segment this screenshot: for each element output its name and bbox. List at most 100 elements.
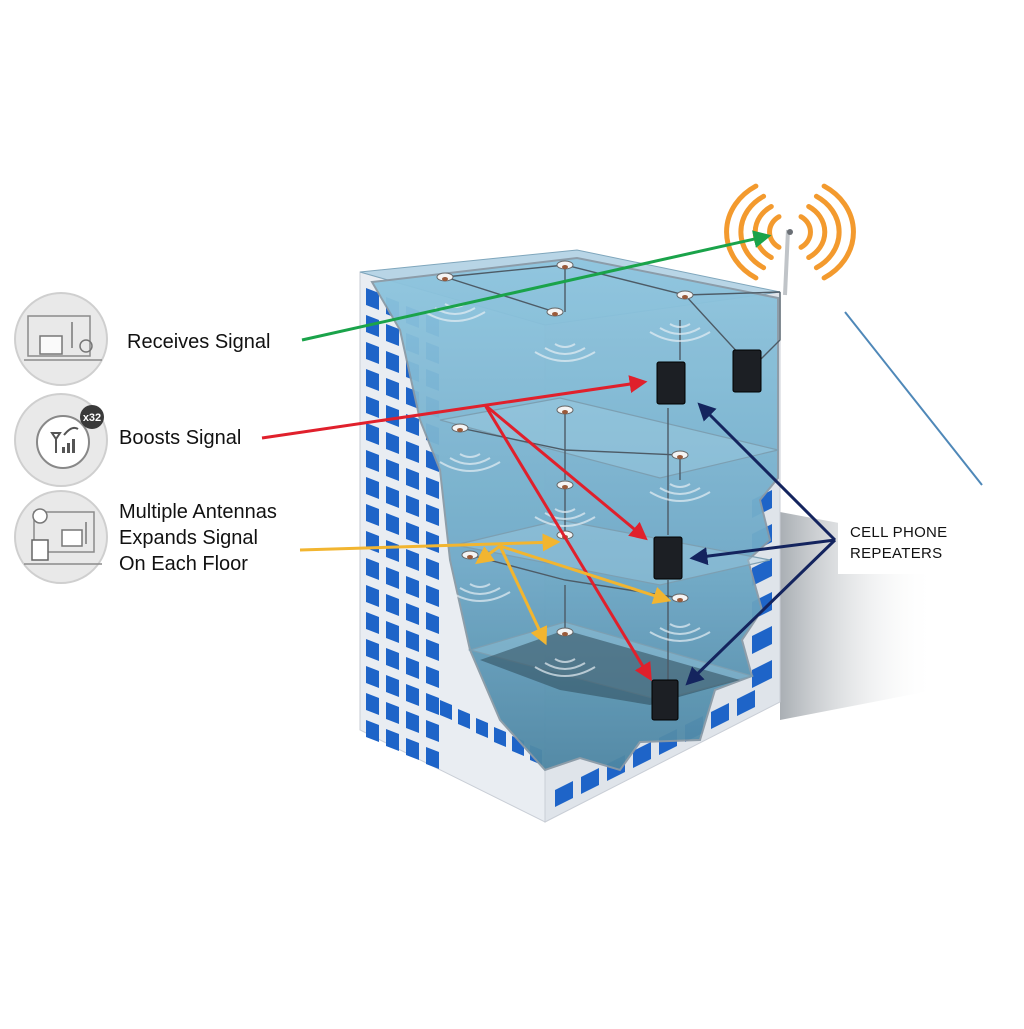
signal-wave-right — [806, 204, 828, 260]
signal-ring — [544, 347, 586, 355]
repeaters-arrows — [685, 402, 837, 686]
window — [366, 504, 379, 526]
indoor-antenna-room-icon — [14, 490, 108, 584]
signal-ring — [669, 323, 691, 328]
multiple-antennas-line-1: Multiple Antennas — [119, 501, 277, 523]
ceiling-antenna-core — [457, 428, 463, 432]
window — [494, 727, 506, 747]
indoor-antennas — [436, 260, 694, 637]
signal-wave-right — [813, 193, 842, 271]
window — [406, 684, 419, 706]
ceiling-antenna-core — [442, 277, 448, 281]
window — [366, 288, 379, 310]
window — [406, 468, 419, 490]
callout-line-1: CELL PHONE — [850, 524, 948, 541]
window — [426, 612, 439, 634]
window — [406, 549, 419, 571]
window — [426, 693, 439, 715]
ceiling-antenna-core — [677, 598, 683, 602]
indoor-signal-rings — [424, 303, 711, 677]
ceiling-antenna-core — [562, 485, 568, 489]
window — [440, 700, 452, 720]
window — [366, 315, 379, 337]
window — [633, 742, 651, 768]
window — [366, 666, 379, 688]
window — [366, 558, 379, 580]
signal-ring — [649, 491, 711, 502]
window — [426, 585, 439, 607]
signal-ring — [554, 658, 576, 663]
ceiling-antenna-core — [562, 265, 568, 269]
signal-booster-icon: x32 — [14, 393, 108, 487]
ceiling-antenna-core — [467, 555, 473, 559]
window — [406, 711, 419, 733]
window — [366, 720, 379, 742]
repeater-unit-bottom — [651, 679, 679, 721]
repeater-unit-top-left — [656, 361, 686, 405]
window — [386, 702, 399, 724]
signal-ring — [649, 331, 711, 342]
window — [426, 558, 439, 580]
signal-wave-left — [738, 193, 767, 271]
signal-ring — [659, 627, 701, 635]
window — [366, 342, 379, 364]
window — [752, 660, 772, 688]
signal-ring — [554, 508, 576, 513]
signal-ring — [649, 631, 711, 642]
window — [711, 703, 729, 729]
signal-ring — [544, 662, 586, 670]
window — [366, 693, 379, 715]
repeater-units — [651, 349, 762, 721]
multiple-antennas-line-3: On Each Floor — [119, 553, 248, 575]
signal-wave-left — [767, 214, 782, 250]
booster-badge: x32 — [83, 412, 101, 424]
window — [406, 630, 419, 652]
window — [366, 423, 379, 445]
window — [737, 690, 755, 716]
window — [406, 522, 419, 544]
window — [406, 738, 419, 760]
signal-ring — [424, 311, 486, 322]
boosts-signal-label: Boosts Signal — [119, 427, 242, 449]
window — [386, 432, 399, 454]
rooftop-antenna — [783, 229, 793, 296]
window — [366, 612, 379, 634]
window — [386, 324, 399, 346]
signal-wave-left — [724, 183, 759, 281]
receives-signal-label: Receives Signal — [127, 331, 271, 353]
guide-line — [844, 311, 983, 486]
ceiling-antenna-core — [682, 295, 688, 299]
cell-phone-repeaters-callout: CELL PHONE REPEATERS — [838, 512, 988, 574]
window — [426, 747, 439, 769]
window — [406, 414, 419, 436]
ceiling-antenna-core — [562, 632, 568, 636]
window — [386, 648, 399, 670]
signal-ring — [459, 453, 481, 458]
window — [752, 558, 772, 586]
window — [458, 709, 470, 729]
building-outdoor-antenna-icon — [14, 292, 108, 386]
signal-ring — [534, 351, 596, 362]
signal-ring — [449, 591, 511, 602]
window — [386, 351, 399, 373]
window — [406, 576, 419, 598]
antennas-arrows — [299, 533, 672, 646]
window — [406, 495, 419, 517]
window — [386, 378, 399, 400]
signal-ring — [534, 516, 596, 527]
window — [386, 594, 399, 616]
window — [426, 666, 439, 688]
repeater-unit-middle — [653, 536, 683, 580]
window — [366, 396, 379, 418]
window — [386, 621, 399, 643]
window — [386, 459, 399, 481]
signal-ring — [659, 327, 701, 335]
window — [386, 675, 399, 697]
signal-ring — [459, 587, 501, 595]
signal-ring — [544, 512, 586, 520]
multiple-antennas-line-2: Expands Signal — [119, 527, 258, 549]
window — [366, 585, 379, 607]
repeater-unit-top-right — [732, 349, 762, 393]
